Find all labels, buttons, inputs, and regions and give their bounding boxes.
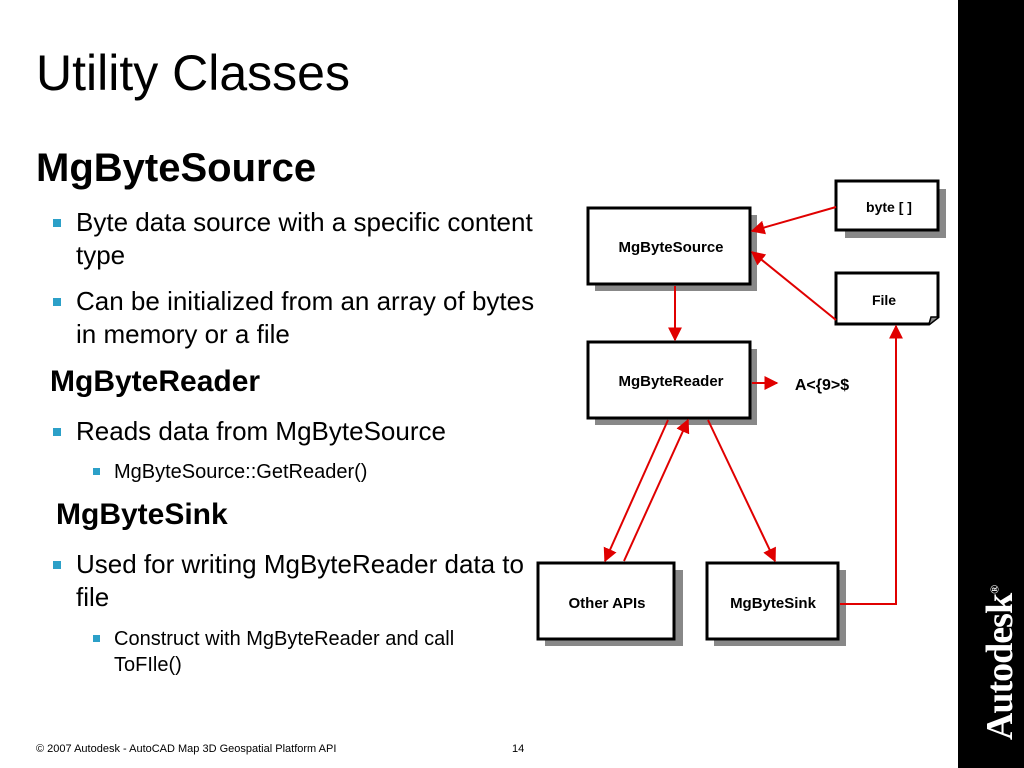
registered-mark: ®	[987, 585, 1002, 594]
bullet-initialized-from-array: Can be initialized from an array of byte…	[53, 286, 535, 349]
sub-bullet-getreader: MgByteSource::GetReader()	[93, 459, 524, 485]
autodesk-logo: Autodesk®	[978, 586, 1022, 740]
autodesk-logo-text: Autodesk	[979, 593, 1021, 741]
footer-page-number: 14	[512, 743, 525, 755]
brand-sidebar	[958, 0, 1024, 768]
bullet-reads-data: Reads data from MgByteSource	[53, 415, 536, 448]
arrow-reader-to-sink	[707, 419, 776, 563]
sub-bullet-construct: Construct with MgByteReader and call ToF…	[93, 626, 524, 678]
arrow-reader-to-other-apis	[603, 419, 669, 563]
node-mgbytereader-label: MgByteReader	[618, 373, 723, 390]
reader-output-label: A<{9>$	[795, 377, 849, 394]
footer-copyright: © 2007 Autodesk - AutoCAD Map 3D Geospat…	[36, 743, 337, 755]
bullet-used-for-writing: Used for writing MgByteReader data to fi…	[53, 548, 536, 614]
arrow-sink-to-file	[840, 324, 903, 605]
class-diagram: byte [ ] File MgByteSource MgByteReader …	[536, 179, 946, 646]
node-file-label: File	[872, 292, 896, 308]
heading-mgbytesink: MgByteSink	[56, 498, 228, 531]
node-mgbytereader-box	[586, 340, 752, 420]
node-byte-array-label: byte [ ]	[866, 199, 912, 215]
bullet-byte-data-source: Byte data source with a specific content…	[53, 206, 536, 272]
arrow-other-apis-to-reader	[623, 418, 690, 562]
node-byte-array-box	[834, 179, 940, 232]
arrow-byte-array-to-source	[750, 206, 837, 235]
node-mgbytesource-label: MgByteSource	[618, 239, 723, 256]
heading-mgbytereader: MgByteReader	[50, 365, 261, 398]
arrow-file-to-source	[750, 251, 837, 321]
heading-mgbytesource: MgByteSource	[36, 146, 317, 190]
node-other-apis-box	[536, 561, 676, 641]
node-mgbytesink-box	[705, 561, 840, 641]
node-mgbytesink-label: MgByteSink	[730, 595, 817, 612]
slide-title: Utility Classes	[36, 45, 350, 101]
node-other-apis-label: Other APIs	[569, 595, 646, 612]
node-mgbytesource-box	[586, 206, 752, 286]
